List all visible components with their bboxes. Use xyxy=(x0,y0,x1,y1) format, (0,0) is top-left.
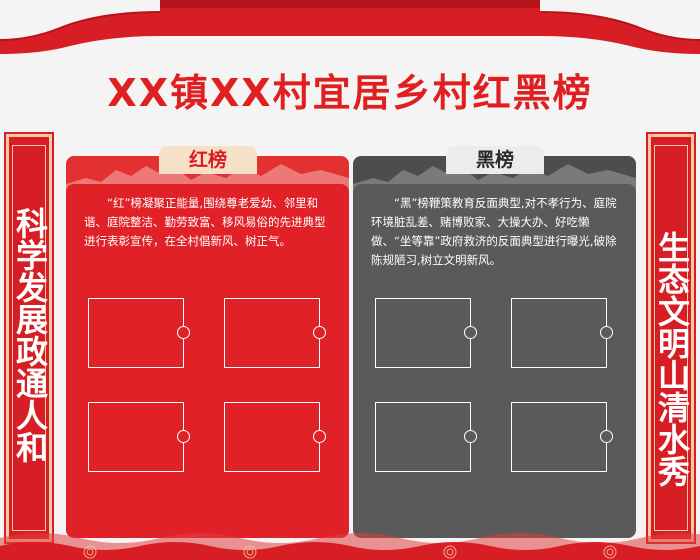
red-list-tab: 红榜 xyxy=(159,146,257,174)
roof-banner xyxy=(0,0,700,54)
red-list-panel: 红榜 “红”榜凝聚正能量,围绕尊老爱幼、邻里和谐、庭院整洁、勤劳致富、移风易俗的… xyxy=(66,146,349,538)
photo-frame xyxy=(224,402,326,472)
photo-frame xyxy=(375,298,477,368)
black-list-tab: 黑榜 xyxy=(446,146,544,174)
black-panel-body xyxy=(353,184,636,538)
photo-frame xyxy=(511,402,613,472)
black-list-panel: 黑榜 “黑”榜鞭策教育反面典型,对不孝行为、庭院环境脏乱差、赌博败家、大操大办、… xyxy=(353,146,636,538)
board-title: XX镇XX村宜居乡村红黑榜 xyxy=(107,71,593,115)
red-panel-description: “红”榜凝聚正能量,围绕尊老爱幼、邻里和谐、庭院整洁、勤劳致富、移风易俗的先进典… xyxy=(84,196,326,248)
photo-frame xyxy=(88,298,190,368)
right-couplet: 生态文明山清水秀 xyxy=(646,132,696,544)
black-panel-description: “黑”榜鞭策教育反面典型,对不孝行为、庭院环境脏乱差、赌博败家、大操大办、好吃懒… xyxy=(371,196,617,267)
photo-frame xyxy=(375,402,477,472)
auspicious-cloud-border xyxy=(0,533,700,560)
left-couplet-text: 科学发展政通人和 xyxy=(11,207,49,463)
left-couplet: 科学发展政通人和 xyxy=(4,132,54,544)
photo-frame xyxy=(88,402,190,472)
photo-frame xyxy=(511,298,613,368)
photo-frame xyxy=(224,298,326,368)
red-panel-body xyxy=(66,184,349,538)
right-couplet-text: 生态文明山清水秀 xyxy=(653,231,691,487)
